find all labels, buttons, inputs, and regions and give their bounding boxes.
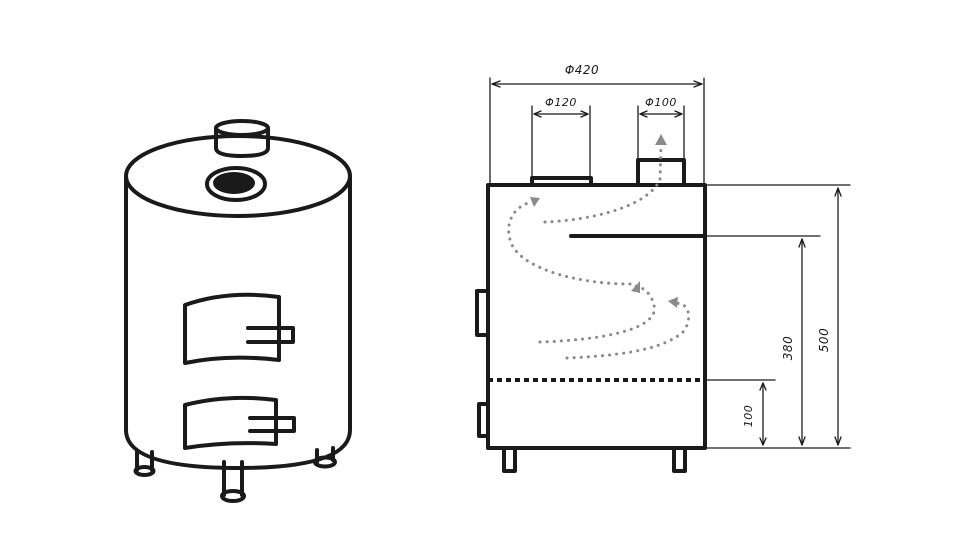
smoke-flow-path [507, 134, 691, 360]
firebox-door-handle [246, 326, 295, 344]
firebox-door [183, 292, 295, 365]
side-door-upper [475, 289, 490, 337]
top-opening [205, 166, 267, 202]
leg-front-foot [220, 489, 246, 503]
stove-3d-view [124, 119, 352, 503]
section-leg-right [672, 446, 687, 473]
dimension-overall-diameter: Φ420 [489, 63, 705, 187]
ash-pit-door [183, 395, 296, 450]
stove-legs [133, 446, 337, 503]
dimension-label-baffle-height: 380 [781, 336, 795, 360]
stove-section-view: Φ420 Φ120 Φ100 [475, 63, 851, 473]
dimension-label-total-height: 500 [817, 328, 831, 352]
stove-body-section [486, 183, 707, 450]
side-door-lower [477, 402, 490, 438]
dimension-baffle-height: 380 [704, 235, 821, 446]
dimension-grate-height: 100 [704, 379, 776, 446]
dimension-label-inlet-diameter: Φ120 [545, 96, 577, 109]
section-leg-left [502, 446, 517, 473]
chimney-collar [214, 119, 270, 158]
dimension-total-height: 500 [704, 184, 851, 449]
dimension-label-outlet-diameter: Φ100 [645, 96, 677, 109]
stove-body [124, 176, 352, 470]
dimension-label-grate-height: 100 [742, 405, 755, 428]
dimension-label-overall-diameter: Φ420 [565, 63, 599, 77]
leg-left-foot [133, 465, 156, 477]
ash-pit-door-handle [248, 416, 296, 433]
dimension-outlet-diameter: Φ100 [637, 96, 685, 161]
dimension-inlet-diameter: Φ120 [531, 96, 591, 181]
